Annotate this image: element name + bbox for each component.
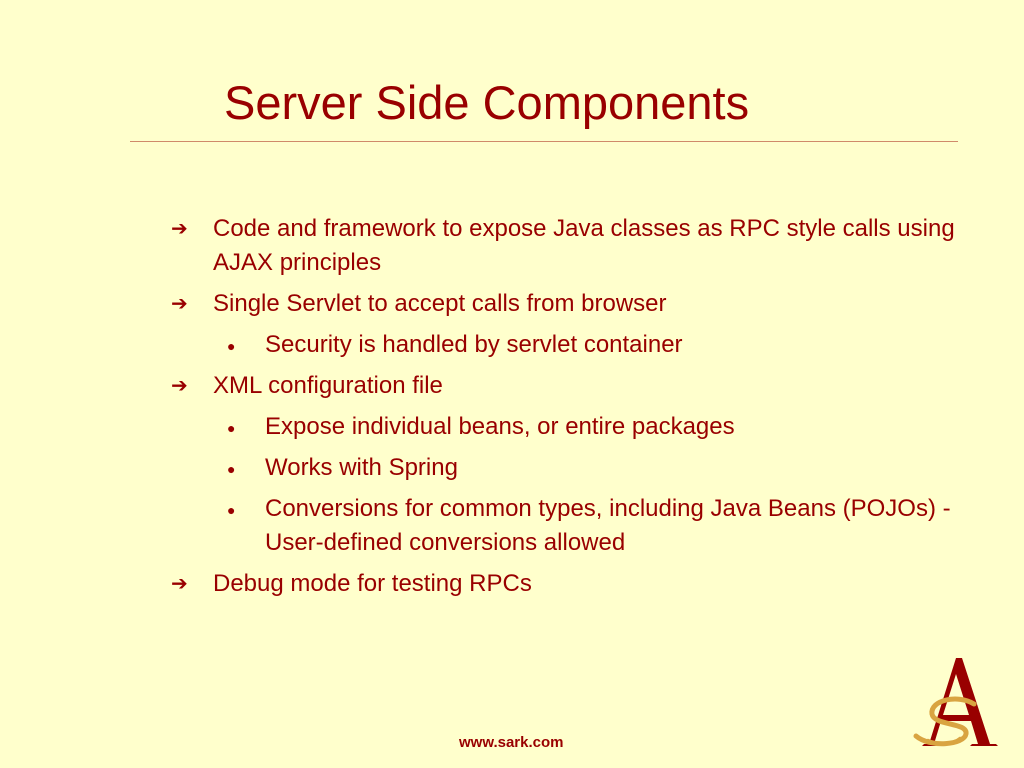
title-divider [130,141,958,142]
sub-bullet-item: ● Works with Spring [227,451,973,485]
bullet-text: Conversions for common types, including … [265,495,951,556]
bullet-item: ➔ Code and framework to expose Java clas… [171,212,973,280]
arrow-bullet-icon: ➔ [171,573,188,595]
footer-url: www.sark.com [459,734,564,751]
bullet-item: ➔ Single Servlet to accept calls from br… [171,287,973,321]
sub-bullet-item: ● Security is handled by servlet contain… [227,328,973,362]
dot-bullet-icon: ● [227,502,236,518]
bullet-text: Code and framework to expose Java classe… [213,215,955,276]
bullet-text: Expose individual beans, or entire packa… [265,413,735,440]
bullet-text: Works with Spring [265,454,458,481]
bullet-text: Security is handled by servlet container [265,331,683,358]
dot-bullet-icon: ● [227,420,236,436]
dot-bullet-icon: ● [227,461,236,477]
arrow-bullet-icon: ➔ [171,293,188,315]
sub-bullet-item: ● Conversions for common types, includin… [227,492,955,560]
slide-title: Server Side Components [224,76,750,129]
arrow-bullet-icon: ➔ [171,218,188,240]
sub-bullet-item: ● Expose individual beans, or entire pac… [227,410,973,444]
bullet-item: ➔ Debug mode for testing RPCs [171,567,973,601]
dot-bullet-icon: ● [227,338,236,354]
sark-logo-icon [913,658,998,747]
bullet-text: XML configuration file [213,372,443,399]
arrow-bullet-icon: ➔ [171,375,188,397]
bullet-text: Debug mode for testing RPCs [213,570,532,597]
bullet-item: ➔ XML configuration file [171,369,973,403]
bullet-text: Single Servlet to accept calls from brow… [213,290,667,317]
